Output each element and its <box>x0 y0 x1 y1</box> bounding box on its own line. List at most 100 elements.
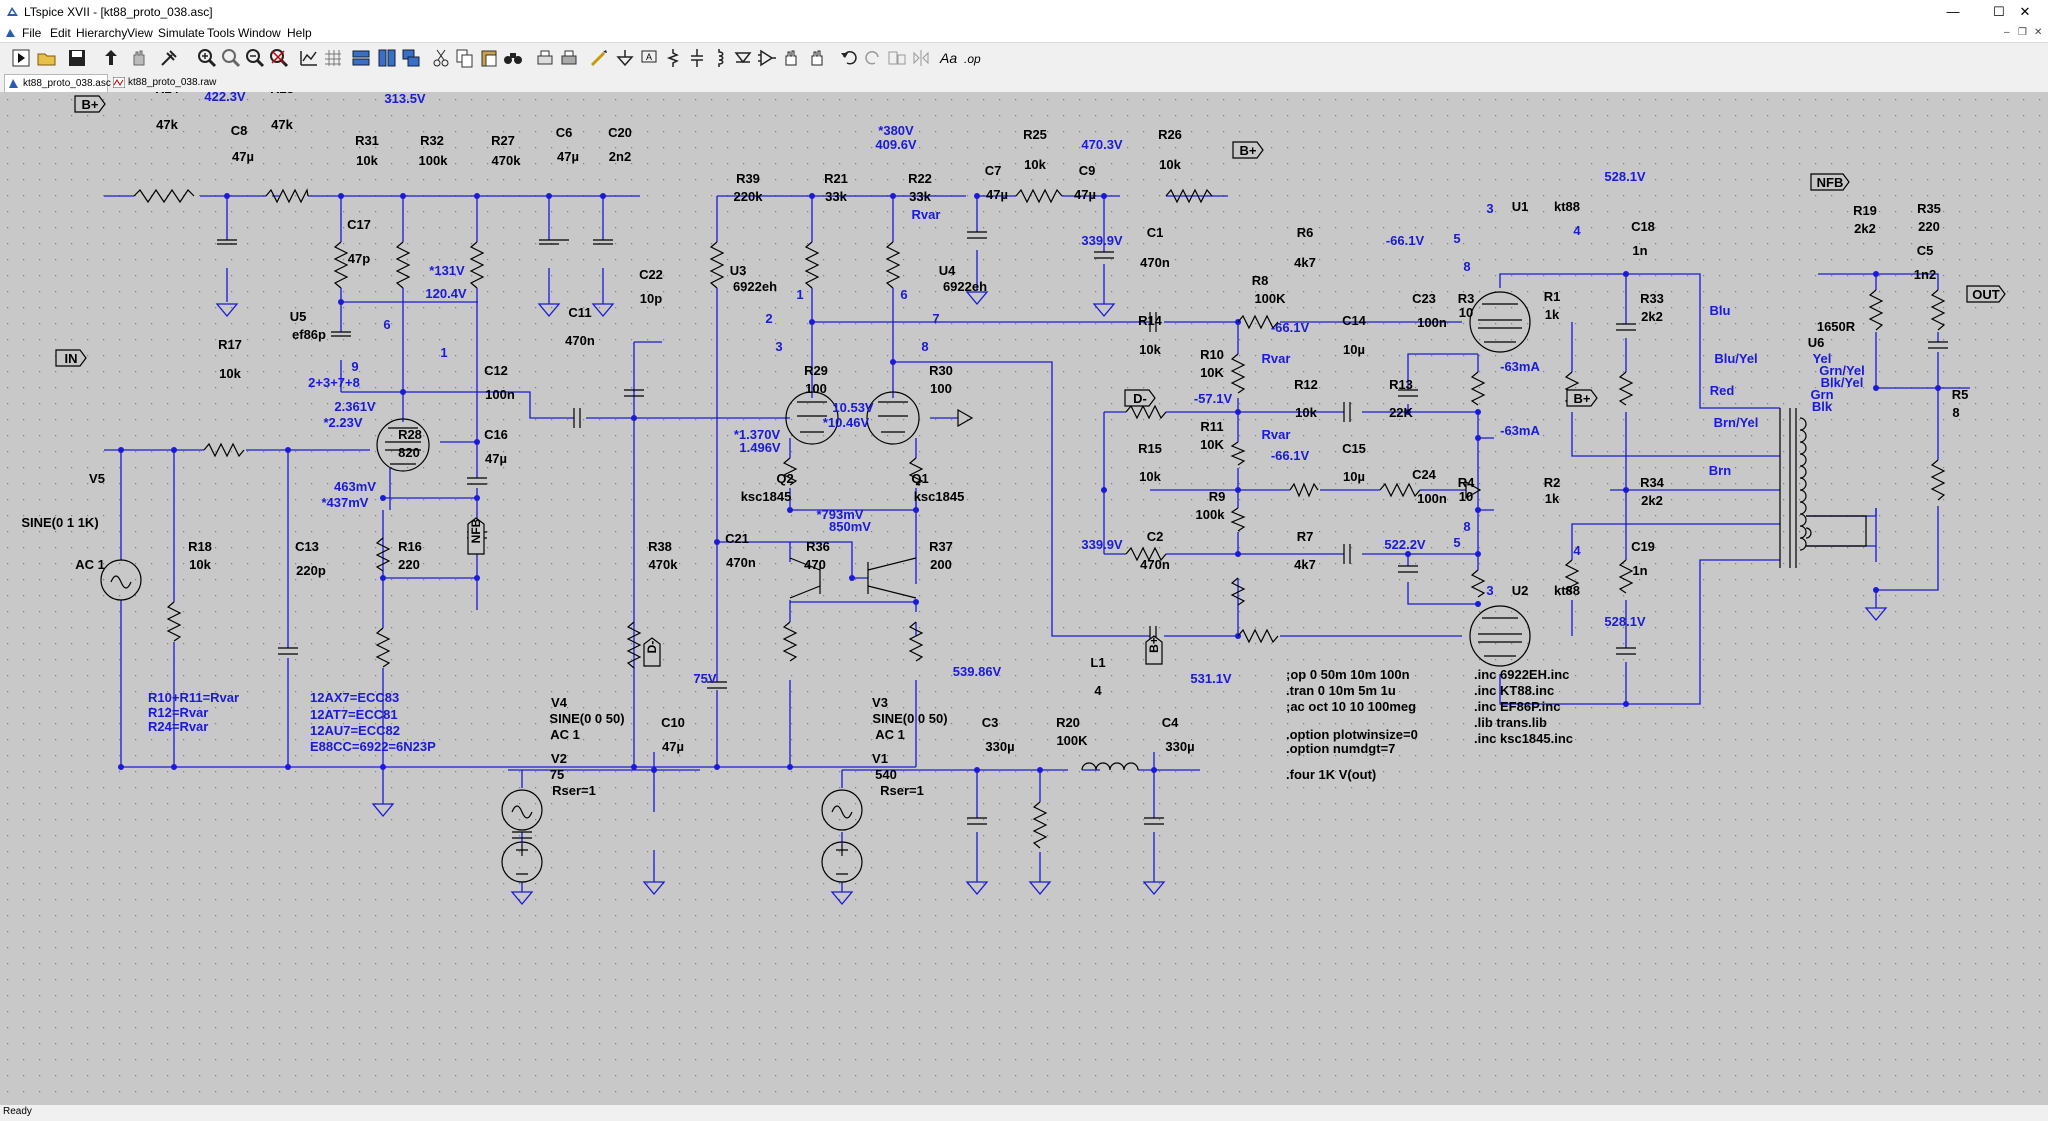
schematic-label: C18 <box>1631 219 1655 234</box>
resistor-icon[interactable] <box>662 47 684 69</box>
tab-waveform[interactable]: kt88_proto_038.raw <box>110 74 217 92</box>
cascade-icon[interactable] <box>400 47 422 69</box>
mdi-minimize-button[interactable]: – <box>2004 27 2010 38</box>
drag-hand-icon[interactable] <box>806 47 828 69</box>
run-icon[interactable] <box>10 47 32 69</box>
spice-directive[interactable]: .option plotwinsize=0 <box>1286 727 1418 742</box>
spice-directive[interactable]: 12AX7=ECC83 <box>310 690 399 705</box>
ground-icon[interactable] <box>614 47 636 69</box>
spice-directive[interactable]: 12AT7=ECC81 <box>310 707 398 722</box>
spice-directive[interactable]: .inc ksc1845.inc <box>1474 731 1573 746</box>
junction-dot <box>1101 487 1107 493</box>
spice-directive[interactable]: E88CC=6922=6N23P <box>310 739 436 754</box>
schematic-label: 1k <box>1545 491 1560 506</box>
spice-directive[interactable]: R12=Rvar <box>148 705 208 720</box>
inductor-icon[interactable] <box>708 47 730 69</box>
move-hand-icon[interactable] <box>780 47 802 69</box>
schematic-label: 2k2 <box>1641 493 1663 508</box>
junction-dot <box>474 439 480 445</box>
copy-icon[interactable] <box>454 47 476 69</box>
spice-directive[interactable]: .inc EF86P.inc <box>1474 699 1560 714</box>
spice-directive[interactable]: R10+R11=Rvar <box>148 690 239 705</box>
spice-directive[interactable]: ;op 0 50m 10m 100n <box>1286 667 1410 682</box>
tile-horizontal-icon[interactable] <box>350 47 372 69</box>
junctions <box>118 193 1941 773</box>
halt-hand-icon[interactable] <box>128 47 150 69</box>
waveform-icon <box>113 77 125 88</box>
mdi-close-button[interactable]: ✕ <box>2034 27 2043 38</box>
ltspice-app-icon[interactable] <box>5 4 20 19</box>
schematic-label: 33k <box>909 189 931 204</box>
schematic-label: 10k <box>1139 342 1161 357</box>
spice-directive[interactable]: R24=Rvar <box>148 719 208 734</box>
spice-directive[interactable]: .option numdgt=7 <box>1286 741 1395 756</box>
menu-tools[interactable]: Tools <box>207 26 236 40</box>
diode-icon[interactable] <box>732 47 754 69</box>
schematic-drawing[interactable]: B+R2447k422.3VR2347kC847µ*311V313.5VR311… <box>0 75 2048 1104</box>
spice-directive[interactable]: .four 1K V(out) <box>1286 767 1376 782</box>
schematic-label: Q1 <box>911 471 928 486</box>
schematic-label: 47µ <box>986 187 1008 202</box>
mdi-restore-button[interactable]: ❐ <box>2018 27 2027 38</box>
redo-icon[interactable] <box>862 47 884 69</box>
grid-icon[interactable] <box>322 47 344 69</box>
draw-wire-icon[interactable] <box>588 47 610 69</box>
menu-hierarchy[interactable]: Hierarchy <box>76 26 128 40</box>
mirror-icon[interactable] <box>910 47 932 69</box>
zoom-in-icon[interactable] <box>196 47 218 69</box>
schematic-label: 6922eh <box>733 279 777 294</box>
tab-label: kt88_proto_038.raw <box>128 77 217 88</box>
print-icon[interactable] <box>558 47 580 69</box>
menu-simulate[interactable]: Simulate <box>158 26 205 40</box>
tab-schematic[interactable]: kt88_proto_038.asc <box>4 74 111 92</box>
save-icon[interactable] <box>66 47 88 69</box>
close-button[interactable]: ✕ <box>2019 4 2031 19</box>
net-label-box <box>1966 285 2006 303</box>
menu-view[interactable]: View <box>127 26 153 40</box>
spice-directive[interactable]: ;ac oct 10 10 100meg <box>1286 699 1416 714</box>
spice-directive-icon[interactable]: .op <box>962 47 984 69</box>
schematic-label: C11 <box>568 305 591 320</box>
control-panel-icon[interactable] <box>100 47 122 69</box>
schematic-label: 2k2 <box>1854 221 1876 236</box>
schematic-label: C1 <box>1147 225 1164 240</box>
schematic-label: 75V <box>693 671 716 686</box>
open-folder-icon[interactable] <box>36 47 58 69</box>
schematic-label: 2 <box>765 311 772 326</box>
cut-icon[interactable] <box>430 47 452 69</box>
menu-window[interactable]: Window <box>238 26 281 40</box>
component-icon[interactable] <box>756 47 778 69</box>
spice-directive[interactable]: .tran 0 10m 5m 1u <box>1286 683 1396 698</box>
zoom-out-icon[interactable] <box>244 47 266 69</box>
schematic-canvas[interactable]: B+R2447k422.3VR2347kC847µ*311V313.5VR311… <box>0 75 2048 1104</box>
junction-dot <box>171 447 177 453</box>
text-icon[interactable]: Aa <box>938 47 960 69</box>
probe-icon[interactable] <box>158 47 180 69</box>
find-icon[interactable] <box>502 47 524 69</box>
minimize-button[interactable]: — <box>1946 4 1960 19</box>
print-preview-icon[interactable] <box>534 47 556 69</box>
label-net-icon[interactable]: A <box>638 47 660 69</box>
undo-icon[interactable] <box>838 47 860 69</box>
junction-dot <box>338 193 344 199</box>
menu-file[interactable]: File <box>22 26 42 40</box>
autorange-icon[interactable] <box>298 47 320 69</box>
tile-vertical-icon[interactable] <box>376 47 398 69</box>
rotate-icon[interactable] <box>886 47 908 69</box>
menu-help[interactable]: Help <box>287 26 312 40</box>
spice-directive[interactable]: .inc 6922EH.inc <box>1474 667 1569 682</box>
menu-edit[interactable]: Edit <box>50 26 71 40</box>
schematic-label: Rvar <box>1262 351 1291 366</box>
schematic-label: L1 <box>1090 655 1105 670</box>
paste-icon[interactable] <box>478 47 500 69</box>
zoom-fit-icon[interactable] <box>268 47 290 69</box>
maximize-button[interactable]: ☐ <box>1993 4 2005 19</box>
document-icon[interactable] <box>5 27 17 39</box>
schematic-label: C4 <box>1162 715 1179 730</box>
spice-directive[interactable]: .lib trans.lib <box>1474 715 1547 730</box>
schematic-label: OUT <box>1972 287 2000 302</box>
capacitor-icon[interactable] <box>686 47 708 69</box>
pan-icon[interactable] <box>220 47 242 69</box>
spice-directive[interactable]: 12AU7=ECC82 <box>310 723 400 738</box>
spice-directive[interactable]: .inc KT88.inc <box>1474 683 1554 698</box>
